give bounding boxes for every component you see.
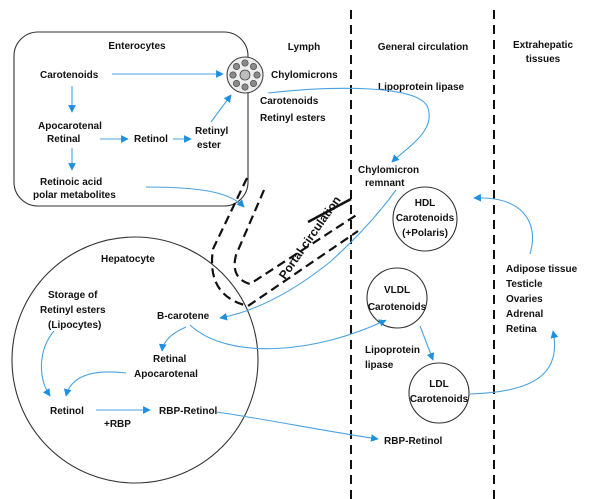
arrow-chylomicron-remnant — [267, 87, 430, 163]
vldl-circle — [366, 267, 428, 329]
arrow-retinyl-ester-chylomicron — [210, 94, 232, 123]
region-extrahepatic-label-line1: Extrahepatic — [513, 40, 573, 51]
arrow-ldl-tissues — [469, 330, 559, 395]
tissue-ovaries: Ovaries — [506, 294, 543, 305]
chylomicron-remnant-line2: remnant — [365, 178, 405, 189]
hdl-polaris: (+Polaris) — [402, 228, 448, 239]
arrow-remnant-bcarotene — [219, 189, 397, 321]
enterocytes-retinoic-acid: Retinoic acid — [40, 177, 102, 188]
hepatocyte-rbp: +RBP — [104, 419, 131, 430]
enterocytes-carotenoids: Carotenoids — [40, 70, 99, 81]
enterocytes-retinol: Retinol — [134, 134, 168, 145]
lymph-chylomicrons: Chylomicrons — [271, 70, 338, 81]
portal-circulation-label: Portal circulation — [276, 193, 344, 281]
hepatocyte-apocarotenal: Apocarotenal — [134, 369, 198, 380]
arrow-retinoic-acid-portal — [145, 186, 245, 208]
ldl-carotenoids: Carotenoids — [410, 394, 469, 405]
chylomicron-particle — [226, 56, 264, 94]
region-general-circulation-label: General circulation — [378, 42, 469, 53]
tissue-testicle: Testicle — [506, 279, 543, 290]
hepatocyte-bcarotene: B-carotene — [157, 311, 210, 322]
ldl-circle — [408, 362, 470, 424]
hdl-carotenoids: Carotenoids — [396, 213, 455, 224]
arrow-storage-retinol — [40, 330, 55, 397]
arrow-bcarotene-retinal — [158, 326, 187, 352]
lipoprotein-lipase-mid-line2: lipase — [365, 360, 394, 371]
lymph-carotenoids: Carotenoids — [260, 96, 319, 107]
arrow-vldl-ldl — [419, 325, 435, 361]
portal-circulation-channel — [210, 177, 359, 308]
enterocytes-apocarotenal: Apocarotenal — [38, 121, 102, 132]
arrow-tissues-hdl — [473, 193, 534, 255]
lipoprotein-lipase-mid-line1: Lipoprotein — [365, 345, 420, 356]
enterocytes-polar-metabolites: polar metabolites — [33, 190, 116, 201]
tissue-adrenal: Adrenal — [506, 309, 543, 320]
arrow-rbp-retinol-circulation — [216, 411, 379, 442]
hepatocyte-retinal: Retinal — [153, 354, 187, 365]
rbp-retinol-circulation: RBP-Retinol — [384, 436, 443, 447]
region-lymph-label: Lymph — [288, 42, 320, 53]
enterocytes-title: Enterocytes — [108, 41, 166, 52]
region-extrahepatic-label-line2: tissues — [526, 54, 561, 65]
hdl-circle — [392, 186, 458, 252]
enterocytes-box — [13, 31, 249, 207]
hepatocyte-storage-line3: (Lipocytes) — [48, 320, 101, 331]
hdl-label: HDL — [415, 198, 436, 209]
lymph-retinyl-esters: Retinyl esters — [260, 113, 326, 124]
arrow-apocarotenal-retinol — [63, 371, 127, 397]
tissue-retina: Retina — [506, 324, 537, 335]
hepatocyte-retinol: Retinol — [50, 406, 84, 417]
flow-arrows — [40, 70, 559, 442]
hepatocyte-storage-line2: Retinyl esters — [40, 305, 106, 316]
portal-entry-bar — [307, 197, 352, 224]
hepatocyte-rbp-retinol: RBP-Retinol — [159, 406, 218, 417]
enterocytes-retinal: Retinal — [47, 134, 81, 145]
hepatocyte-title: Hepatocyte — [101, 254, 155, 265]
arrow-bcarotene-vldl — [189, 319, 387, 350]
enterocytes-retinyl: Retinyl — [195, 126, 229, 137]
lipoprotein-lipase-top: Lipoprotein lipase — [378, 82, 465, 93]
hepatocyte-storage-line1: Storage of — [48, 290, 98, 301]
vldl-carotenoids: Carotenoids — [368, 302, 427, 313]
ldl-label: LDL — [429, 379, 448, 390]
tissue-adipose: Adipose tissue — [506, 264, 578, 275]
vldl-label: VLDL — [384, 285, 410, 296]
enterocytes-ester: ester — [197, 140, 221, 151]
hepatocyte-circle — [11, 236, 259, 484]
chylomicron-remnant-line1: Chylomicron — [358, 165, 419, 176]
